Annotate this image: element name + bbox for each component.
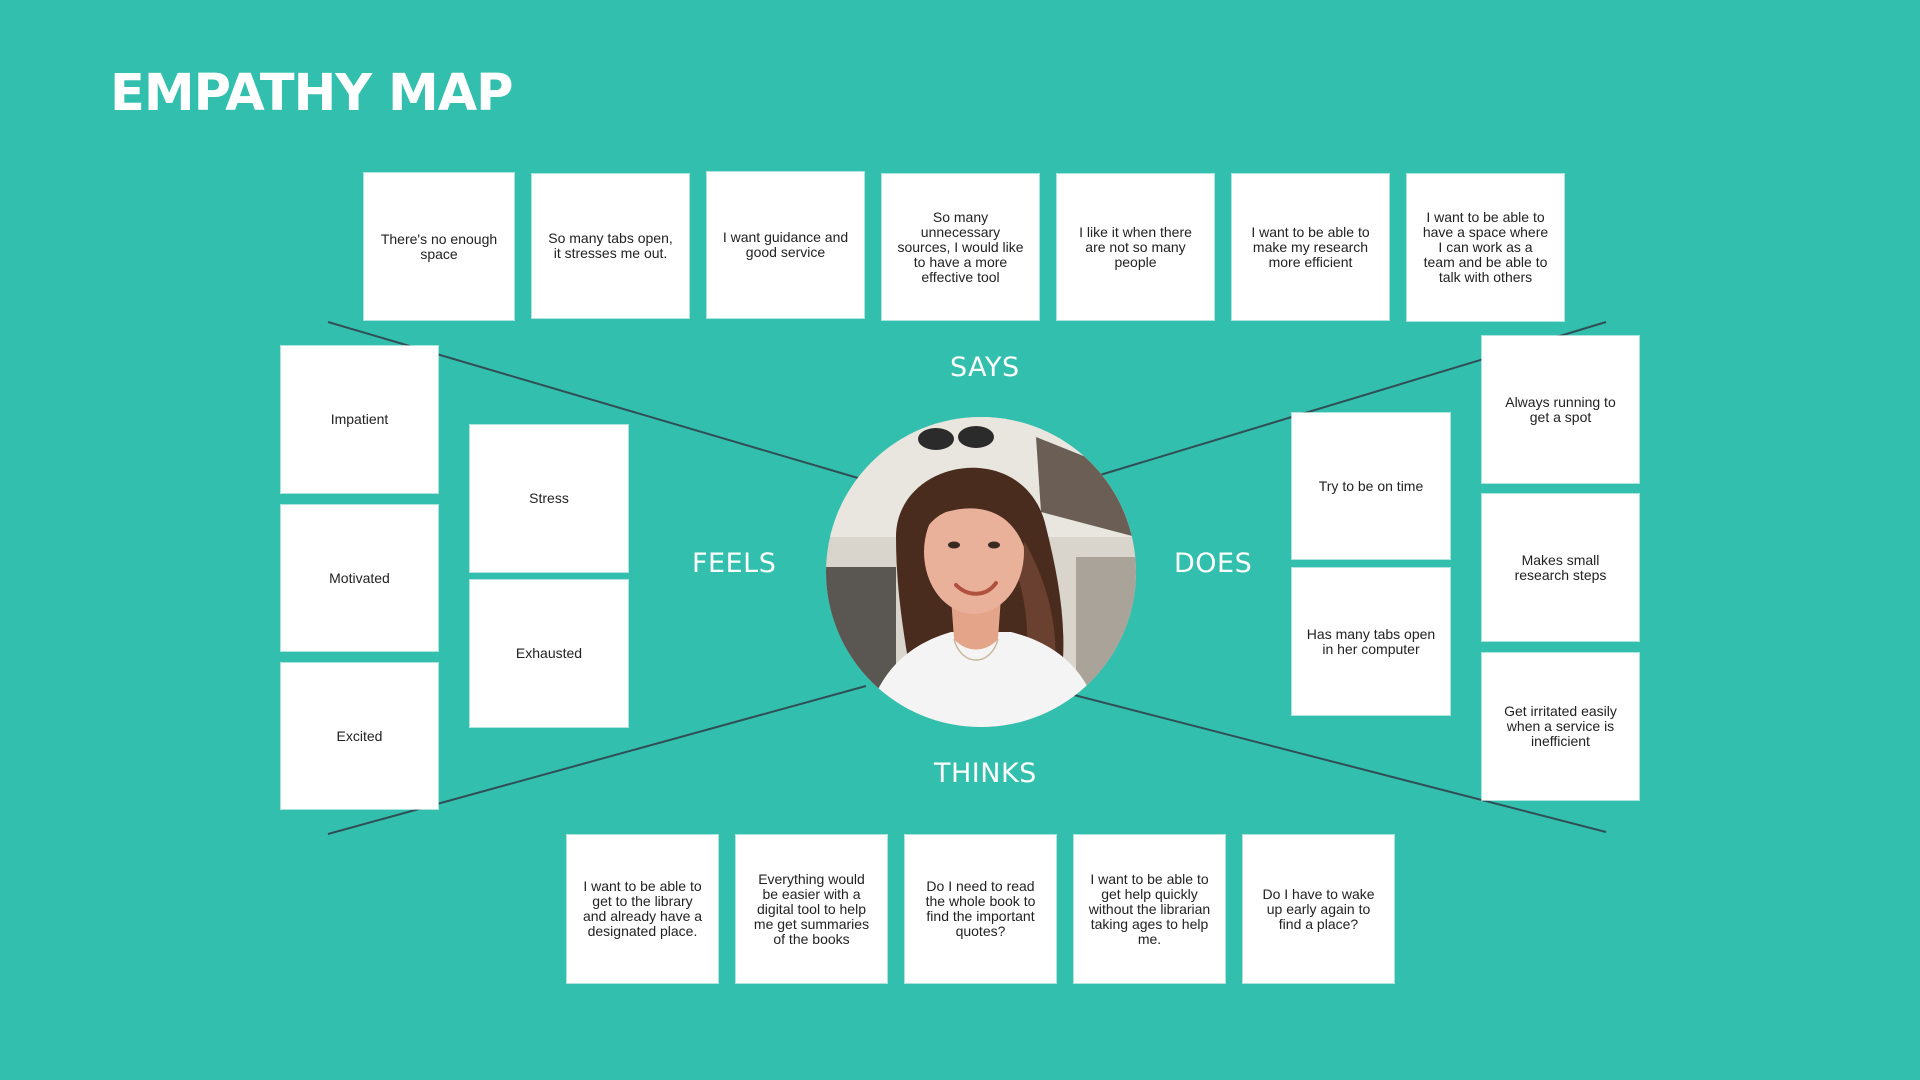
feels-note[interactable]: Excited: [281, 663, 438, 809]
feels-note[interactable]: Exhausted: [470, 580, 628, 727]
quadrant-label-thinks: THINKS: [934, 758, 1037, 789]
feels-note[interactable]: Stress: [470, 425, 628, 572]
says-note[interactable]: I want to be able to have a space where …: [1407, 174, 1564, 321]
does-note[interactable]: Get irritated easily when a service is i…: [1482, 653, 1639, 800]
says-note[interactable]: I want guidance and good service: [707, 172, 864, 318]
quadrant-label-does: DOES: [1174, 548, 1253, 579]
says-note[interactable]: I want to be able to make my research mo…: [1232, 174, 1389, 320]
feels-note[interactable]: Motivated: [281, 505, 438, 651]
persona-portrait-illustration: [826, 417, 1136, 727]
thinks-note[interactable]: Everything would be easier with a digita…: [736, 835, 887, 983]
divider-line-bottom-right: [1073, 694, 1607, 833]
says-note[interactable]: So many tabs open, it stresses me out.: [532, 174, 689, 318]
thinks-note[interactable]: Do I have to wake up early again to find…: [1243, 835, 1394, 983]
quadrant-label-feels: FEELS: [692, 548, 777, 579]
persona-photo: [826, 417, 1136, 727]
does-note[interactable]: Always running to get a spot: [1482, 336, 1639, 483]
quadrant-label-says: SAYS: [950, 352, 1020, 383]
thinks-note[interactable]: Do I need to read the whole book to find…: [905, 835, 1056, 983]
says-note[interactable]: I like it when there are not so many peo…: [1057, 174, 1214, 320]
does-note[interactable]: Try to be on time: [1292, 413, 1450, 559]
thinks-note[interactable]: I want to be able to get help quickly wi…: [1074, 835, 1225, 983]
does-note[interactable]: Makes small research steps: [1482, 494, 1639, 641]
says-note[interactable]: So many unnecessary sources, I would lik…: [882, 174, 1039, 320]
page-title: EMPATHY MAP: [110, 64, 514, 123]
says-note[interactable]: There's no enough space: [364, 173, 514, 320]
thinks-note[interactable]: I want to be able to get to the library …: [567, 835, 718, 983]
feels-note[interactable]: Impatient: [281, 346, 438, 493]
does-note[interactable]: Has many tabs open in her computer: [1292, 568, 1450, 715]
divider-line-bottom-left: [327, 685, 867, 835]
